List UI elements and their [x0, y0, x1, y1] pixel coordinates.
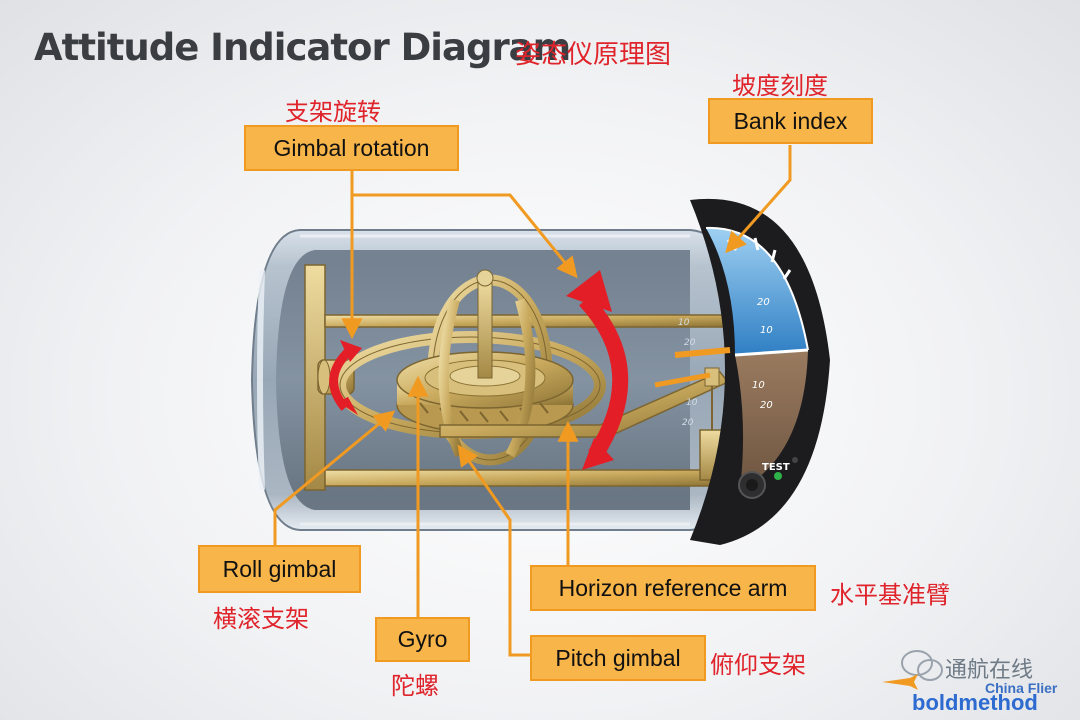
pitch-gimbal-label: Pitch gimbal	[530, 635, 706, 681]
bank-index-leader	[725, 145, 792, 254]
roll-gimbal-leader	[273, 410, 396, 545]
roll-rotation-arrow	[329, 340, 362, 415]
gimbal-rotation-chinese: 支架旋转	[285, 98, 381, 126]
dial-tick-3: 10	[752, 380, 765, 391]
page-title: Attitude Indicator Diagram	[34, 26, 571, 69]
instrument-dial	[654, 198, 830, 545]
roll-gimbal-chinese: 横滚支架	[213, 605, 309, 633]
pitch-rotation-arrow	[566, 270, 629, 470]
horizon-reference-arm-label: Horizon reference arm	[530, 565, 816, 611]
gimbal-rotation-leader-2	[352, 193, 578, 279]
gyro-chinese: 陀螺	[391, 672, 439, 700]
watermark-text-cn: 通航在线	[945, 658, 1034, 683]
pitch-gimbal-chinese: 俯仰支架	[710, 651, 806, 679]
dial-tick-8: 20	[682, 418, 694, 428]
test-button-label: TEST	[762, 462, 790, 473]
watermark-text-en: China Flier	[985, 680, 1058, 696]
roll-gimbal-label: Roll gimbal	[198, 545, 361, 593]
pitch-gimbal-leader	[457, 444, 530, 657]
boldmethod-logo-text: boldmethod	[912, 690, 1038, 715]
airplane-logo-icon	[882, 674, 918, 690]
gyro-assembly	[334, 269, 606, 466]
leader-lines	[273, 145, 792, 657]
dial-tick-2: 20	[757, 297, 770, 308]
dial-tick-5: 10	[678, 318, 690, 328]
bank-index-label: Bank index	[708, 98, 873, 144]
gimbal-rotation-label: Gimbal rotation	[244, 125, 459, 171]
horizon-reference-arm-chinese: 水平基准臂	[830, 581, 950, 609]
dial-tick-7: 10	[686, 398, 698, 408]
dial-tick-6: 20	[684, 338, 696, 348]
dial-tick-1: 10	[760, 325, 773, 336]
bank-index-chinese: 坡度刻度	[732, 72, 828, 100]
page-title-chinese: 姿态仪原理图	[515, 40, 672, 70]
dial-tick-4: 20	[760, 400, 773, 411]
gyro-label: Gyro	[375, 617, 470, 662]
